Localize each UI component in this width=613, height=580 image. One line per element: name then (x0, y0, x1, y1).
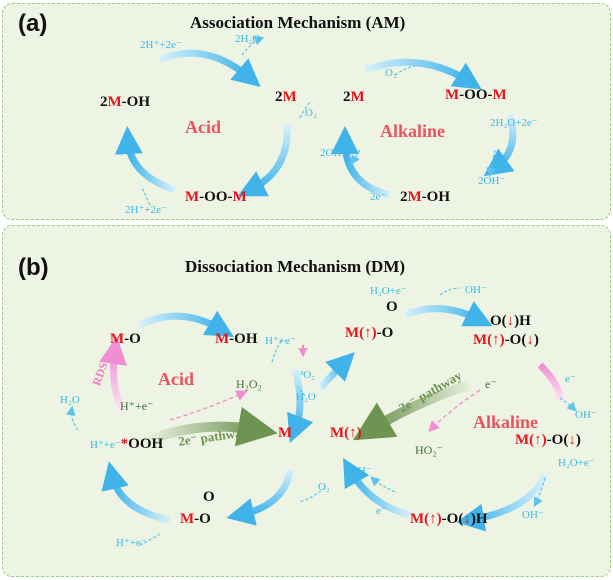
alkaline-label-a: Alkaline (380, 121, 446, 141)
b-h2o-left: H₂O (60, 394, 80, 406)
b-h-e-bottom: H⁺+e⁻ (116, 537, 147, 549)
panel-b-title: Dissociation Mechanism (DM) (185, 257, 406, 276)
a-o2-acid: O₂ (305, 107, 317, 119)
species-m-up-center: M(↑) (330, 425, 362, 441)
species-m-center: M (278, 425, 293, 441)
b-h2o-e-right: H₂O+e⁻ (558, 457, 595, 469)
h-e-green-label: H⁺+e⁻ (120, 399, 154, 413)
species-2m-oh-acid: 2M-OH (100, 94, 151, 110)
b-o2-alk: ³O₂ (300, 369, 316, 381)
species-2m-acid: 2M (275, 89, 297, 105)
dissociation-panel (2, 225, 611, 577)
b-oh-bottom: OH⁻ (350, 465, 372, 477)
a-e-alk: 2e⁻ (370, 191, 387, 203)
ho2-label: HO₂⁻ (415, 443, 443, 457)
a-oh-left: 2OH⁻ (320, 147, 348, 159)
panel-a-label: (a) (18, 10, 48, 37)
acid-label-b: Acid (158, 369, 194, 389)
species-2m-oh-alkaline: 2M-OH (400, 189, 451, 205)
b-o2-acid: O₂ (318, 481, 330, 493)
species-top-right: M(↑)-O(↓) (473, 332, 539, 348)
acid-label-a: Acid (185, 117, 221, 137)
alkaline-label-b: Alkaline (473, 412, 539, 432)
a-h-bottom: 2H⁺+2e⁻ (125, 204, 167, 216)
species-m-up-oo-upper: O (386, 299, 398, 315)
species-moom-alkaline: M-OO-M (445, 87, 507, 103)
species-bottom-right: M(↑)-O(↓)H (410, 511, 488, 527)
a-h2o-top: 2H₂O (235, 33, 261, 45)
species-mo-o: M-O (180, 511, 211, 527)
species-moh: M-OH (215, 331, 258, 347)
a-o2-alk: O₂ (385, 67, 397, 79)
species-2m-alkaline: 2M (343, 89, 365, 105)
b-e-right: e⁻ (565, 373, 576, 385)
association-panel (2, 3, 611, 220)
panel-b-label: (b) (18, 254, 49, 281)
h2o2-label: H₂O₂ (236, 377, 262, 391)
a-h2o-e-alk: 2H₂O+2e⁻ (490, 117, 538, 129)
a-oh-right: 2OH⁻ (478, 175, 506, 187)
panel-a-title: Association Mechanism (AM) (190, 13, 406, 32)
species-mo-o-upper: O (203, 489, 215, 505)
species-moom-acid: M-OO-M (185, 189, 247, 205)
b-oh-top: OH⁻ (465, 284, 487, 296)
b-h2o-acid: H₂O (296, 391, 316, 403)
e-alk-small-label: e⁻ (485, 377, 497, 391)
b-e-bottom: e⁻ (376, 505, 387, 517)
b-h2o-e-top: H₂O+e⁻ (370, 285, 407, 297)
species-ooh: H⁺+e⁻*OOH (90, 436, 164, 452)
species-right: M(↑)-O(↓) (515, 432, 581, 448)
species-m-up-oo: M(↑)-O (345, 325, 394, 341)
a-h-top: 2H⁺+2e⁻ (140, 39, 182, 51)
b-h-e-moh: H⁺+e⁻ (265, 335, 296, 347)
species-mo: M-O (110, 331, 141, 347)
b-oh-right: OH⁻ (575, 409, 597, 421)
b-oh-bottom-right: OH⁻ (522, 509, 544, 521)
species-top-right-upper: O(↓)H (490, 313, 531, 329)
